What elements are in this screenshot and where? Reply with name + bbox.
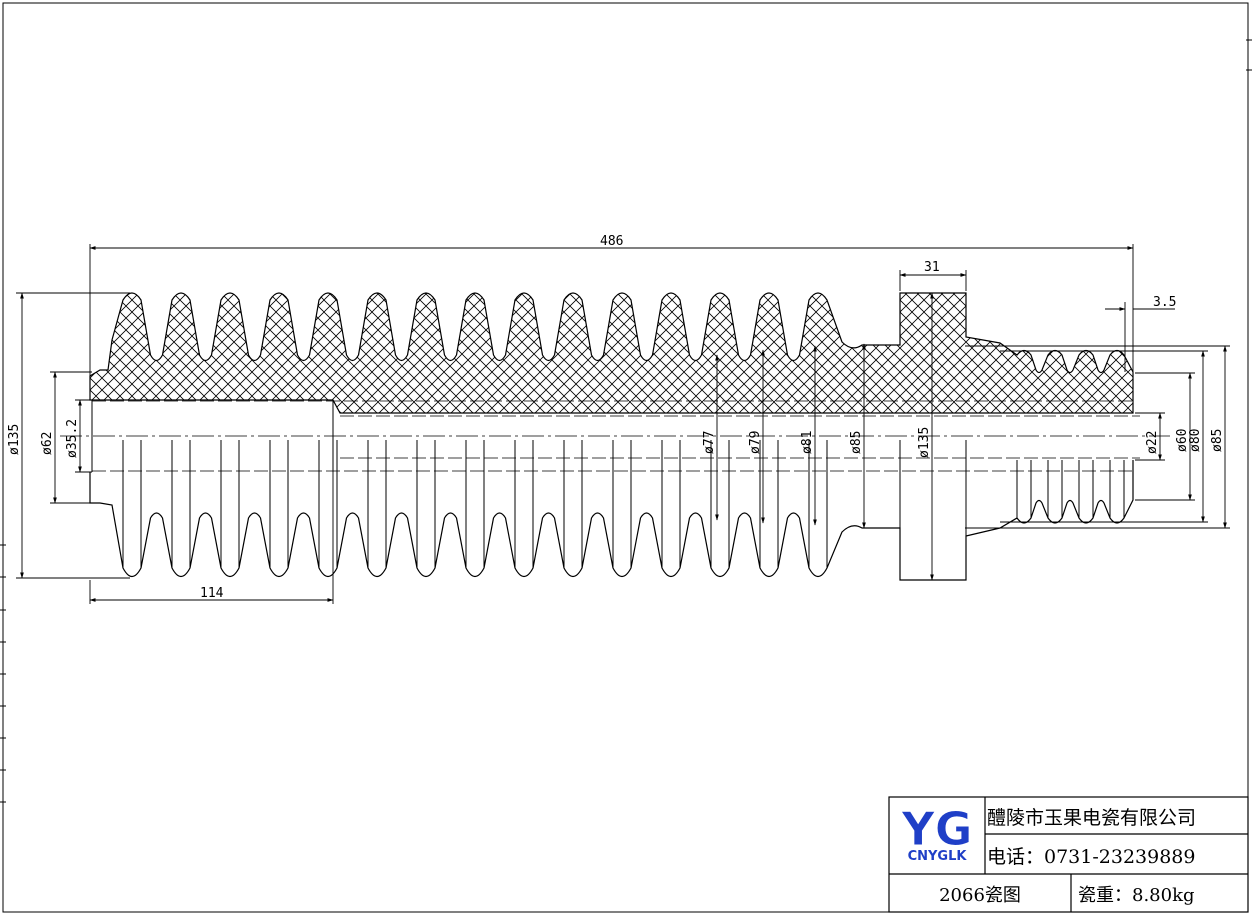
dim-d77: ø77: [702, 431, 717, 454]
dim-step: 3.5: [1153, 295, 1176, 310]
dim-left-length: 114: [200, 586, 224, 601]
company-logo: YG YG: [900, 802, 973, 856]
dim-d135-mid: ø135: [917, 427, 932, 458]
dim-d79: ø79: [748, 431, 763, 454]
dim-d85-mid: ø85: [849, 431, 864, 454]
dim-d22: ø22: [1145, 431, 1160, 454]
dim-overall-length: 486: [600, 234, 623, 249]
dim-d85-right: ø85: [1210, 429, 1225, 452]
porcelain-weight: 瓷重：8.80kg: [1078, 885, 1195, 906]
porcelain-section: [89, 292, 1134, 414]
dim-d35-2: ø35.2: [65, 419, 80, 458]
company-name: 醴陵市玉果电瓷有限公司: [987, 807, 1197, 829]
inner-contours: [91, 400, 1125, 580]
dim-d60: ø60: [1175, 429, 1190, 452]
dim-d62: ø62: [40, 432, 55, 455]
company-phone: 电话：0731-23239889: [987, 846, 1196, 868]
svg-text:YG: YG: [900, 802, 972, 856]
edge-ticks: [0, 39, 1252, 803]
title-block-frame: [888, 796, 1249, 913]
dim-collar-width: 31: [924, 260, 940, 275]
drawing-number: 2066瓷图: [939, 885, 1021, 906]
dim-d81: ø81: [800, 431, 815, 454]
dim-d135-left: ø135: [7, 424, 22, 455]
dimension-lines: [16, 244, 1230, 604]
logo-caption: CNYGLK: [907, 849, 967, 864]
porcelain-outline-lower: [89, 460, 1134, 581]
dim-d80: ø80: [1188, 429, 1203, 452]
